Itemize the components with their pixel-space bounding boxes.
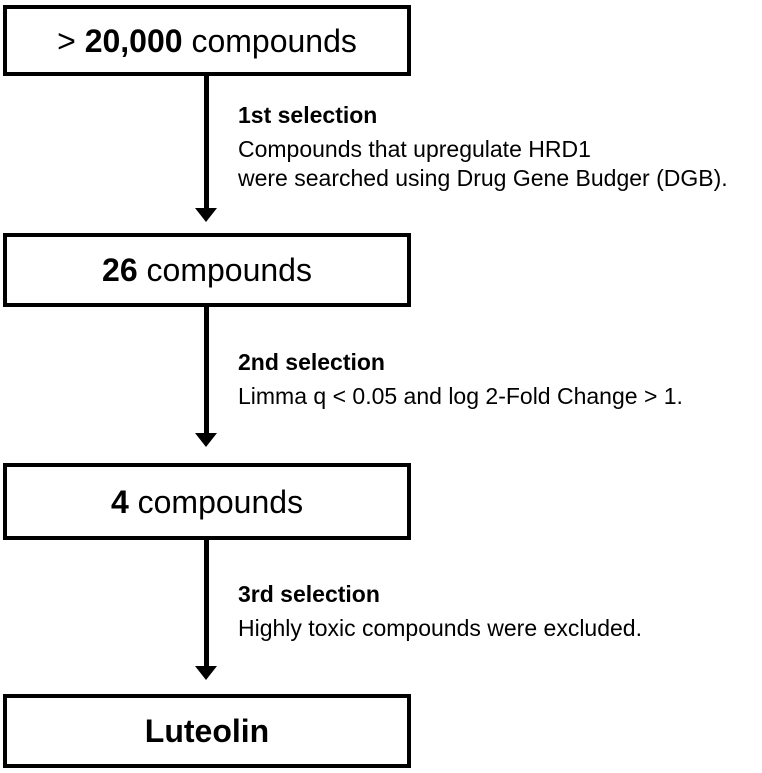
box-text-value: Luteolin [144, 713, 270, 749]
down-arrow-head-icon [195, 208, 217, 222]
flow-box-final-luteolin-label: Luteolin [145, 715, 269, 747]
selection-step-3-line: Highly toxic compounds were excluded. [238, 615, 642, 641]
box-text-suffix: compounds [137, 252, 312, 288]
flow-box-initial-compounds: > 20,000 compounds [3, 5, 411, 76]
down-arrow-head-icon [195, 433, 217, 447]
down-arrow-stem-1 [204, 76, 209, 208]
selection-step-2-title: 2nd selection [238, 349, 385, 375]
flow-box-26-compounds: 26 compounds [3, 233, 411, 307]
selection-step-1-line: were searched using Drug Gene Budger (DG… [238, 165, 728, 191]
down-arrow-stem-2 [204, 307, 209, 433]
selection-step-3: 3rd selection Highly toxic compounds wer… [238, 580, 642, 643]
selection-step-3-title: 3rd selection [238, 581, 380, 607]
box-text-value: 4 [110, 483, 129, 520]
down-arrow-head-icon [195, 666, 217, 680]
flow-box-initial-compounds-label: > 20,000 compounds [57, 25, 357, 57]
box-text-value: 20,000 [84, 22, 183, 59]
flow-box-final-luteolin: Luteolin [3, 694, 411, 768]
selection-step-1: 1st selection Compounds that upregulate … [238, 101, 728, 193]
box-text-suffix: compounds [128, 483, 304, 520]
down-arrow-stem-3 [204, 540, 209, 666]
box-text-suffix: compounds [182, 22, 357, 59]
flow-box-4-compounds: 4 compounds [3, 463, 411, 540]
selection-step-1-title: 1st selection [238, 102, 378, 128]
box-text-prefix: > [57, 22, 85, 59]
flow-box-26-compounds-label: 26 compounds [102, 254, 312, 286]
selection-step-2-line: Limma q < 0.05 and log 2-Fold Change > 1… [238, 383, 683, 409]
selection-step-1-line: Compounds that upregulate HRD1 [238, 136, 591, 162]
selection-step-2: 2nd selection Limma q < 0.05 and log 2-F… [238, 348, 683, 411]
box-text-value: 26 [102, 252, 138, 288]
flow-box-4-compounds-label: 4 compounds [111, 486, 303, 518]
